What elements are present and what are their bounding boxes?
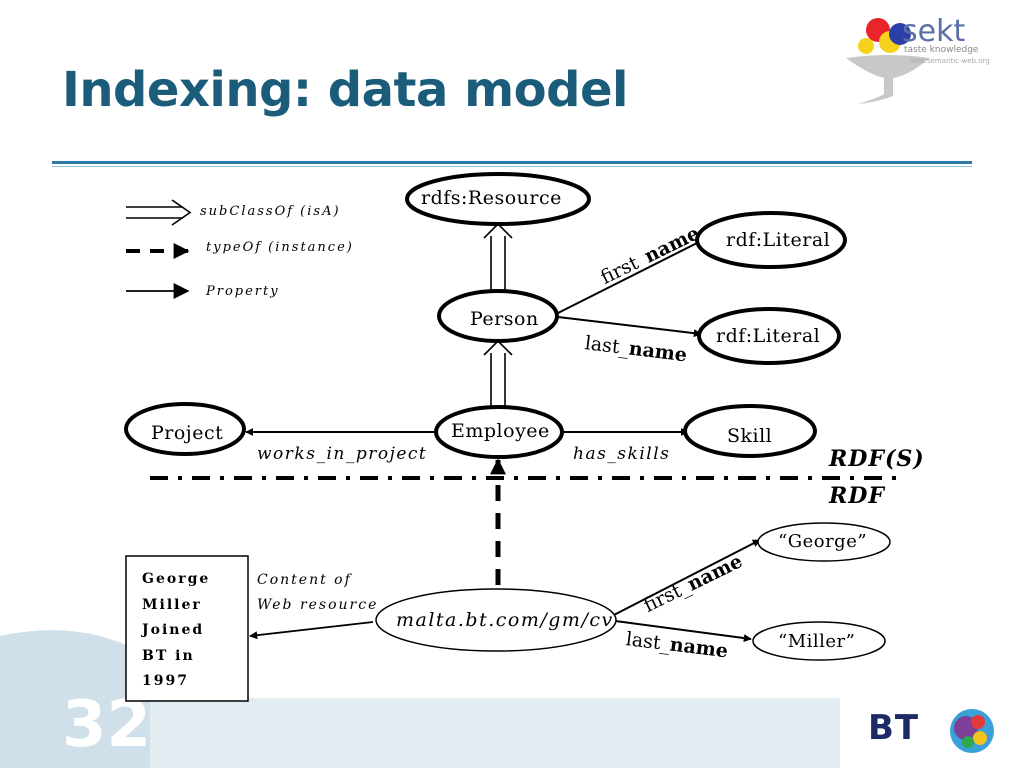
node-person xyxy=(437,289,559,343)
node-instance xyxy=(375,588,617,652)
sekt-logo-url: sekt.semantic-web.org xyxy=(910,57,990,65)
edge-first-name-instance xyxy=(607,539,761,619)
node-instance-label: malta.bt.com/gm/cv xyxy=(396,609,614,631)
has-skills-label: has_skills xyxy=(573,444,671,464)
bottom-band xyxy=(150,698,840,768)
slide-title: Indexing: data model xyxy=(62,62,628,118)
node-project xyxy=(124,402,246,456)
title-rule xyxy=(52,161,972,164)
node-rdf-literal-last xyxy=(697,307,841,365)
node-miller-label: “Miller” xyxy=(778,631,856,652)
content-of-label: Content of Web resource xyxy=(257,572,379,613)
sekt-logo-icon xyxy=(846,18,930,104)
edge-first-name-person xyxy=(557,237,708,314)
content-box-text: George Miller Joined BT in 1997 xyxy=(142,571,211,689)
node-rdf-literal-first-label: rdf:Literal xyxy=(726,229,831,251)
node-project-label: Project xyxy=(151,422,224,444)
node-employee-label: Employee xyxy=(451,420,550,442)
edge-last-name-person xyxy=(557,316,702,338)
node-rdfs-resource-label: rdfs:Resource xyxy=(421,187,562,209)
node-george xyxy=(757,522,891,562)
edge-last-name-instance xyxy=(607,619,752,643)
node-rdfs-resource xyxy=(405,172,591,226)
node-person-label: Person xyxy=(470,308,539,330)
bt-logo-icon xyxy=(950,709,994,753)
content-box xyxy=(125,555,249,702)
edge-subclass-person-resource xyxy=(483,222,513,292)
edge-content-of xyxy=(249,621,374,640)
layer-label-rdf: RDF xyxy=(829,483,885,509)
title-rule-thin xyxy=(52,166,972,167)
bt-logo-name: BT xyxy=(868,708,920,748)
node-rdf-literal-last-label: rdf:Literal xyxy=(716,325,821,347)
node-george-label: “George” xyxy=(778,531,868,552)
node-employee xyxy=(434,405,564,459)
sekt-logo-tagline: taste knowledge xyxy=(904,45,979,55)
sekt-logo-name: sekt xyxy=(902,14,966,49)
node-miller xyxy=(752,621,886,661)
works-in-project-label: works_in_project xyxy=(257,444,428,464)
node-rdf-literal-first xyxy=(695,211,847,269)
node-skill-label: Skill xyxy=(727,425,773,447)
legend-typeof-label: typeOf (instance) xyxy=(206,240,354,255)
node-skill xyxy=(683,404,817,458)
legend-property-label: Property xyxy=(206,284,280,299)
edge-subclass-employee-person xyxy=(483,339,513,406)
legend-subclass-arrow xyxy=(126,199,192,226)
legend-subclass-label: subClassOf (isA) xyxy=(200,204,341,219)
layer-label-rdfs: RDF(S) xyxy=(829,446,925,472)
